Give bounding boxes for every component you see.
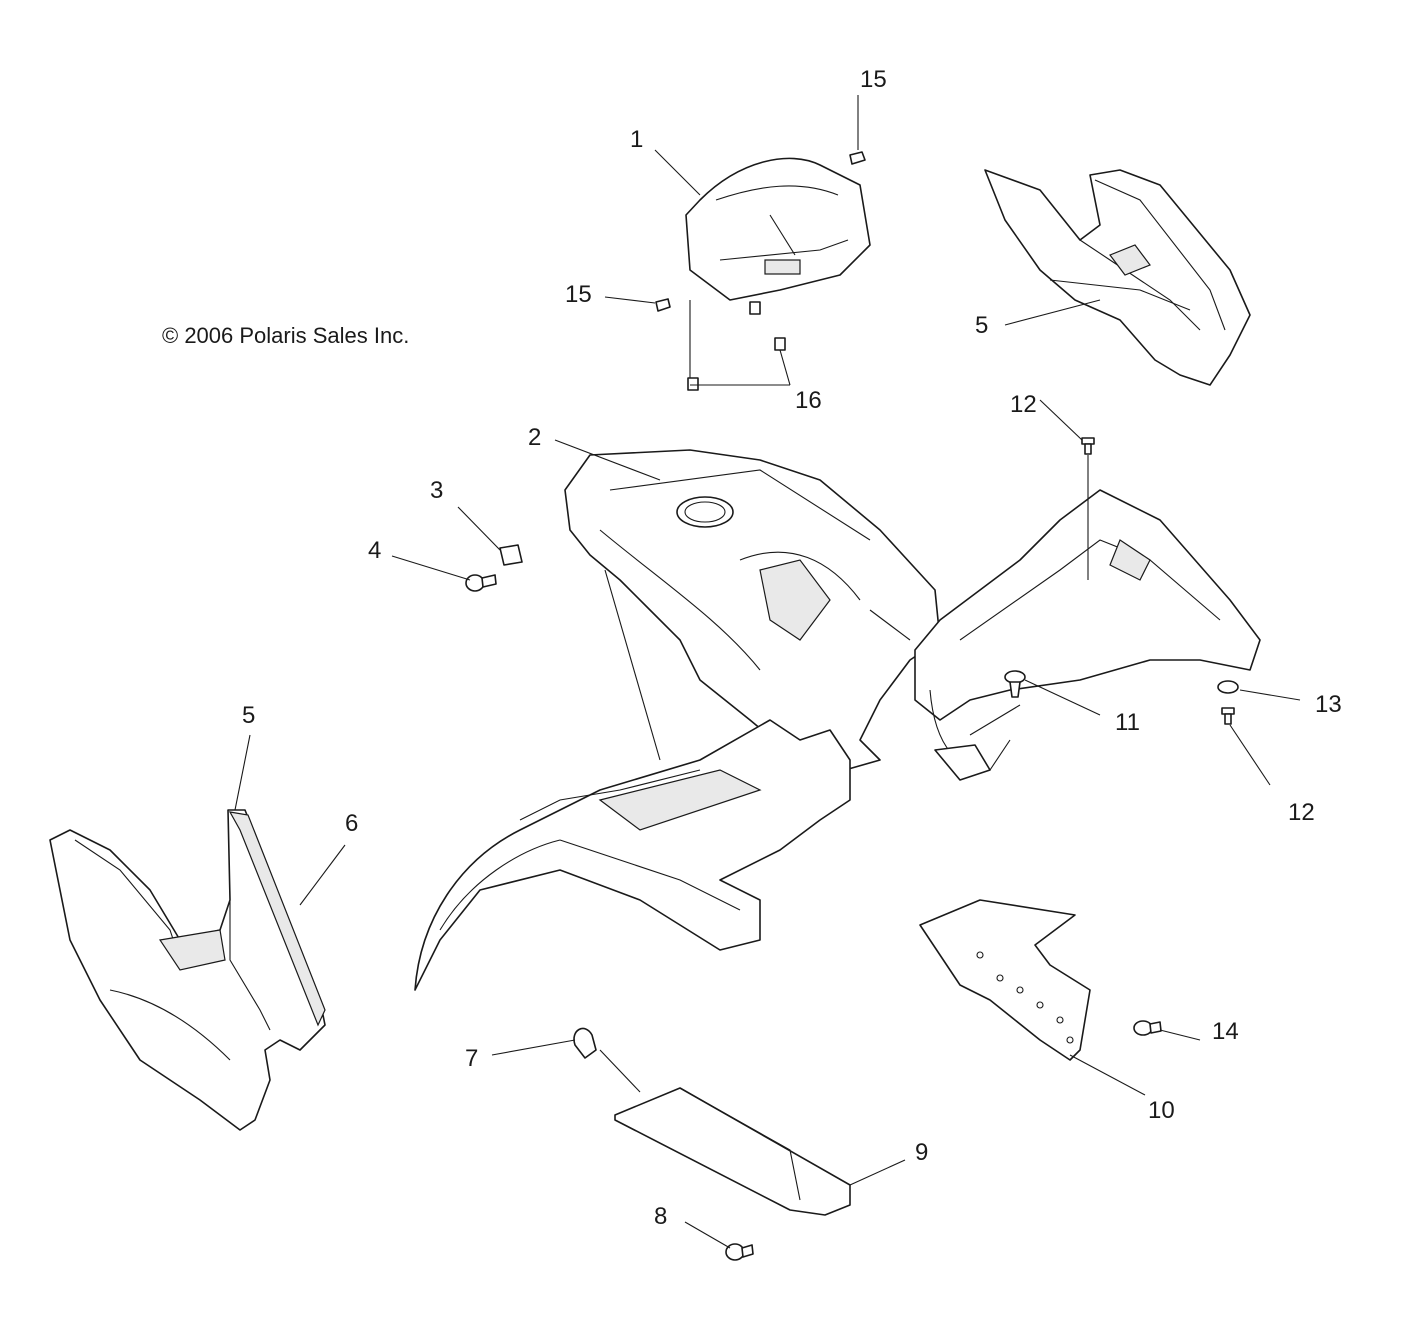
- part-6-side-trim: [228, 811, 326, 1027]
- callout-11: 11: [1115, 709, 1140, 736]
- part-7-clip: [573, 1027, 597, 1059]
- part-15-clip-left: [655, 298, 671, 312]
- callout-4: 4: [368, 537, 381, 564]
- callout-14: 14: [1212, 1018, 1239, 1045]
- part-1-headlight-pod: [685, 157, 871, 351]
- part-5-side-panel-upper: [984, 169, 1251, 386]
- callout-15-left: 15: [565, 281, 592, 308]
- callout-7: 7: [465, 1045, 478, 1072]
- callout-9: 9: [915, 1139, 928, 1166]
- part-12-bolt-top: [1081, 437, 1095, 455]
- callout-13: 13: [1315, 691, 1342, 718]
- part-14-rivet: [1133, 1020, 1162, 1036]
- part-9-bracket: [614, 1087, 851, 1216]
- part-15-clip-top: [849, 151, 866, 165]
- part-2-front-cab: [564, 449, 941, 771]
- part-13-washer: [1217, 680, 1239, 694]
- part-2-left-fender: [414, 719, 851, 991]
- part-2-right-fender: [914, 489, 1261, 781]
- callout-3: 3: [430, 477, 443, 504]
- part-10-panel: [919, 899, 1091, 1061]
- callout-12-right: 12: [1288, 799, 1315, 826]
- part-4-push-rivet: [465, 574, 497, 592]
- copyright-text: © 2006 Polaris Sales Inc.: [162, 323, 409, 348]
- callout-8: 8: [654, 1203, 667, 1230]
- callout-6: 6: [345, 810, 358, 837]
- callout-10: 10: [1148, 1097, 1175, 1124]
- callout-5-upper: 5: [975, 312, 988, 339]
- leader-lines: [234, 95, 1301, 1249]
- callout-12-top: 12: [1010, 391, 1037, 418]
- part-12-bolt-right: [1221, 707, 1235, 725]
- callout-15-top: 15: [860, 66, 887, 93]
- part-5-side-panel-lower: [49, 809, 326, 1131]
- callout-2: 2: [528, 424, 541, 451]
- part-11-rivet: [1004, 670, 1026, 698]
- callout-1: 1: [630, 126, 643, 153]
- callout-16: 16: [795, 387, 822, 414]
- part-8-fastener: [725, 1243, 754, 1261]
- callout-5-lower: 5: [242, 702, 255, 729]
- part-3-clip-nut: [499, 544, 523, 566]
- part-16-tabs: [687, 300, 700, 391]
